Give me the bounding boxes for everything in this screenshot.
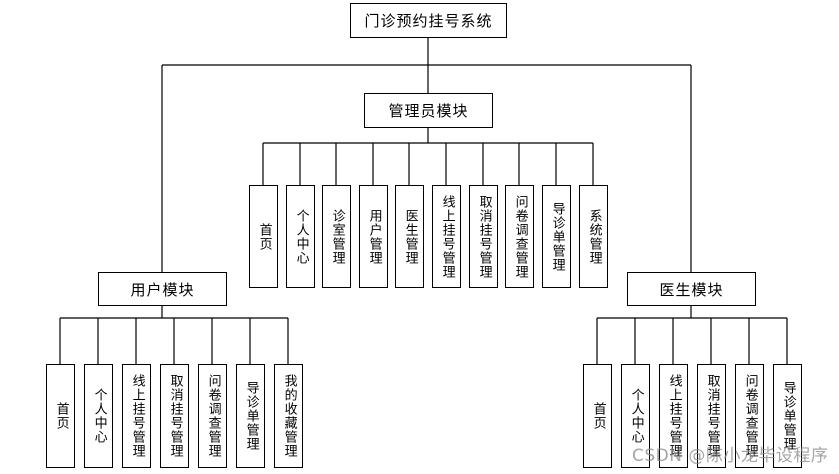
admin-leaf-survey: 问卷调查管理 (505, 185, 534, 288)
admin-leaf-label: 取消挂号管理 (476, 194, 492, 279)
admin-leaf-label: 用户管理 (366, 208, 382, 265)
user-leaf-guide-sheet: 导诊单管理 (236, 364, 265, 468)
user-module-label: 用户模块 (130, 280, 195, 299)
admin-leaf-home: 首页 (249, 185, 278, 288)
doctor-module-label: 医生模块 (659, 280, 724, 299)
user-leaf-favorites: 我的收藏管理 (274, 364, 303, 468)
admin-leaf-online-booking: 线上挂号管理 (432, 185, 461, 288)
doctor-leaf-profile: 个人中心 (621, 364, 650, 468)
admin-module-node: 管理员模块 (364, 93, 493, 128)
admin-leaf-label: 问卷调查管理 (512, 194, 528, 279)
doctor-leaf-survey: 问卷调查管理 (735, 364, 764, 468)
user-leaf-label: 导诊单管理 (243, 381, 259, 451)
admin-leaf-guide-sheet: 导诊单管理 (542, 185, 571, 288)
admin-leaf-users: 用户管理 (359, 185, 388, 288)
doctor-leaf-label: 首页 (590, 402, 606, 430)
doctor-leaf-online-booking: 线上挂号管理 (659, 364, 688, 468)
user-leaf-survey: 问卷调查管理 (198, 364, 227, 468)
admin-leaf-label: 个人中心 (293, 208, 309, 265)
root-node: 门诊预约挂号系统 (350, 3, 507, 38)
admin-leaf-cancel-booking: 取消挂号管理 (469, 185, 498, 288)
admin-leaf-label: 首页 (256, 222, 272, 251)
user-leaf-label: 首页 (53, 402, 69, 430)
user-leaf-home: 首页 (46, 364, 75, 468)
user-leaf-label: 我的收藏管理 (281, 374, 297, 458)
user-leaf-label: 取消挂号管理 (167, 374, 183, 458)
user-leaf-label: 线上挂号管理 (129, 374, 145, 458)
user-leaf-online-booking: 线上挂号管理 (122, 364, 151, 468)
root-label: 门诊预约挂号系统 (364, 12, 493, 30)
doctor-leaf-label: 导诊单管理 (780, 381, 796, 451)
admin-leaf-profile: 个人中心 (286, 185, 315, 288)
admin-leaf-clinic-rooms: 诊室管理 (322, 185, 351, 288)
admin-leaf-doctors: 医生管理 (395, 185, 424, 288)
user-module-node: 用户模块 (98, 272, 227, 306)
doctor-leaf-label: 取消挂号管理 (704, 374, 720, 458)
watermark: CSDN @陈小龙毕设程序 (632, 446, 829, 466)
admin-module-label: 管理员模块 (388, 102, 469, 120)
admin-leaf-system: 系统管理 (579, 185, 608, 288)
admin-leaf-label: 医生管理 (402, 208, 418, 265)
user-leaf-cancel-booking: 取消挂号管理 (160, 364, 189, 468)
user-leaf-label: 个人中心 (91, 388, 107, 444)
doctor-leaf-cancel-booking: 取消挂号管理 (697, 364, 726, 468)
doctor-leaf-guide-sheet: 导诊单管理 (773, 364, 802, 468)
doctor-leaf-label: 问卷调查管理 (742, 374, 758, 458)
admin-leaf-label: 诊室管理 (329, 208, 345, 265)
doctor-module-node: 医生模块 (627, 272, 756, 306)
admin-leaf-label: 线上挂号管理 (439, 194, 455, 279)
doctor-leaf-label: 线上挂号管理 (666, 374, 682, 458)
doctor-leaf-label: 个人中心 (628, 388, 644, 444)
admin-leaf-label: 系统管理 (586, 208, 602, 265)
user-leaf-label: 问卷调查管理 (205, 374, 221, 458)
user-leaf-profile: 个人中心 (84, 364, 113, 468)
doctor-leaf-home: 首页 (583, 364, 612, 468)
admin-leaf-label: 导诊单管理 (549, 201, 565, 272)
